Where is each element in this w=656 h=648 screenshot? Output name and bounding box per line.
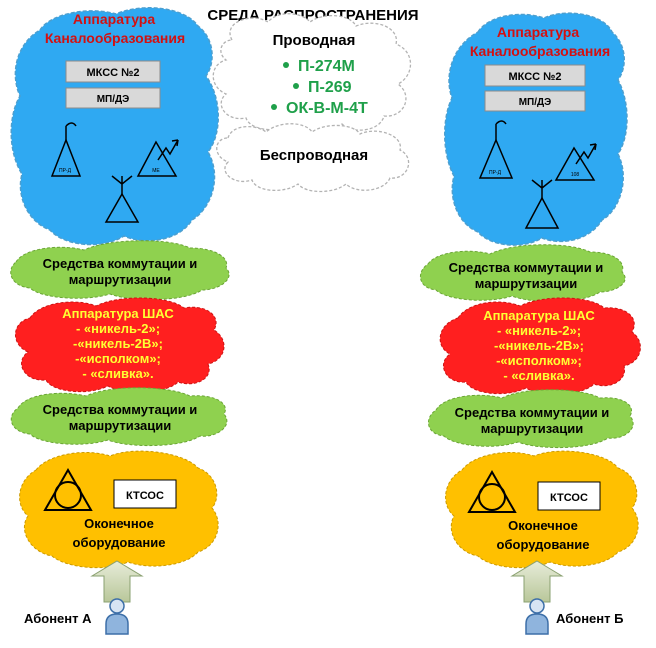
channel-equipment-title: Каналообразования: [470, 43, 610, 59]
ktsos-label: КТСОС: [550, 492, 588, 504]
wired-item: П-274М: [283, 58, 355, 75]
wired-cloud: [212, 13, 412, 133]
switching-line: маршрутизации: [475, 276, 577, 291]
terminal-line: Оконечное: [84, 516, 154, 531]
shas-line: Аппаратура ШАС: [483, 308, 595, 323]
ktsos-label: КТСОС: [126, 490, 164, 502]
radio-icon: 108: [554, 143, 597, 181]
switching-line: Средства коммутации и: [455, 405, 610, 420]
shas-cloud: [439, 297, 641, 395]
wired-item-label: П-274М: [298, 58, 355, 75]
wireless-cloud: [216, 123, 410, 193]
transmitter-icon-label: ПР-Д: [59, 168, 72, 174]
mkss-box: [484, 64, 586, 87]
shas-line: - «сливка».: [503, 368, 574, 383]
shas-line: - «никель-2»;: [497, 323, 581, 338]
switching-line: Средства коммутации и: [43, 256, 198, 271]
channel-equipment-title: Аппаратура: [497, 24, 580, 40]
switching-cloud: [10, 387, 228, 447]
mp-box: [65, 87, 161, 109]
shas-line: -«никель-2В»;: [73, 336, 163, 351]
shas-cloud: [15, 297, 225, 393]
shas-line: -«исполком»;: [496, 353, 582, 368]
transmitter-icon: ПР-Д: [478, 120, 514, 179]
switching-line: маршрутизации: [481, 421, 583, 436]
mp-label: МП/ДЭ: [519, 97, 552, 108]
wired-item-label: ОК-В-М-4Т: [286, 100, 368, 117]
channel-equipment-title: Аппаратура: [73, 11, 156, 27]
user-icon: [105, 598, 129, 635]
terminal-symbol-icon: [43, 467, 93, 511]
switching-line: Средства коммутации и: [449, 260, 604, 275]
antenna-icon: [524, 179, 560, 229]
switching-cloud: [428, 389, 634, 449]
switching-line: Средства коммутации и: [43, 402, 198, 417]
shas-line: -«никель-2В»;: [494, 338, 584, 353]
channel-equipment-cloud: [10, 7, 219, 246]
bullet-icon: [271, 104, 277, 110]
wireless-title: Беспроводная: [260, 147, 368, 164]
mkss-box: [65, 60, 161, 83]
radio-icon-label: 108: [571, 172, 580, 178]
antenna-icon: [104, 175, 140, 223]
shas-line: - «никель-2»;: [76, 321, 160, 336]
channel-equipment-title: Каналообразования: [45, 30, 185, 46]
shas-line: - «сливка».: [82, 366, 153, 381]
mkss-label: МКСС №2: [508, 71, 561, 83]
terminal-line: оборудование: [497, 537, 590, 552]
switching-line: маршрутизации: [69, 418, 171, 433]
ktsos-box: [537, 481, 601, 511]
bullet-icon: [283, 62, 289, 68]
ktsos-box: [113, 479, 177, 509]
shas-line: Аппаратура ШАС: [62, 306, 174, 321]
transmitter-icon-label: ПР-Д: [489, 170, 502, 176]
wired-item: ОК-В-М-4Т: [271, 100, 368, 117]
station-a: Аппаратура Каналообразования МКСС №2 МП/…: [10, 7, 230, 635]
subscriber-label: Абонент А: [24, 611, 92, 626]
terminal-line: Оконечное: [508, 518, 578, 533]
switching-cloud: [10, 240, 230, 301]
mp-label: МП/ДЭ: [97, 94, 130, 105]
transmitter-icon: ПР-Д: [50, 122, 82, 177]
radio-icon-label: МЕ: [152, 168, 160, 174]
station-b: Аппаратура Каналообразования МКСС №2 МП/…: [420, 12, 641, 635]
mp-box: [484, 90, 586, 112]
user-icon: [525, 598, 549, 635]
subscriber-label: Абонент Б: [556, 611, 623, 626]
shas-line: -«исполком»;: [75, 351, 161, 366]
switching-line: маршрутизации: [69, 272, 171, 287]
terminal-line: оборудование: [73, 535, 166, 550]
wired-item: П-269: [293, 79, 352, 96]
wired-title: Проводная: [273, 32, 356, 49]
terminal-symbol-icon: [467, 469, 517, 513]
wired-item-label: П-269: [308, 79, 352, 96]
switching-cloud: [420, 244, 626, 303]
radio-icon: МЕ: [136, 139, 179, 177]
bullet-icon: [293, 83, 299, 89]
mkss-label: МКСС №2: [86, 67, 139, 79]
